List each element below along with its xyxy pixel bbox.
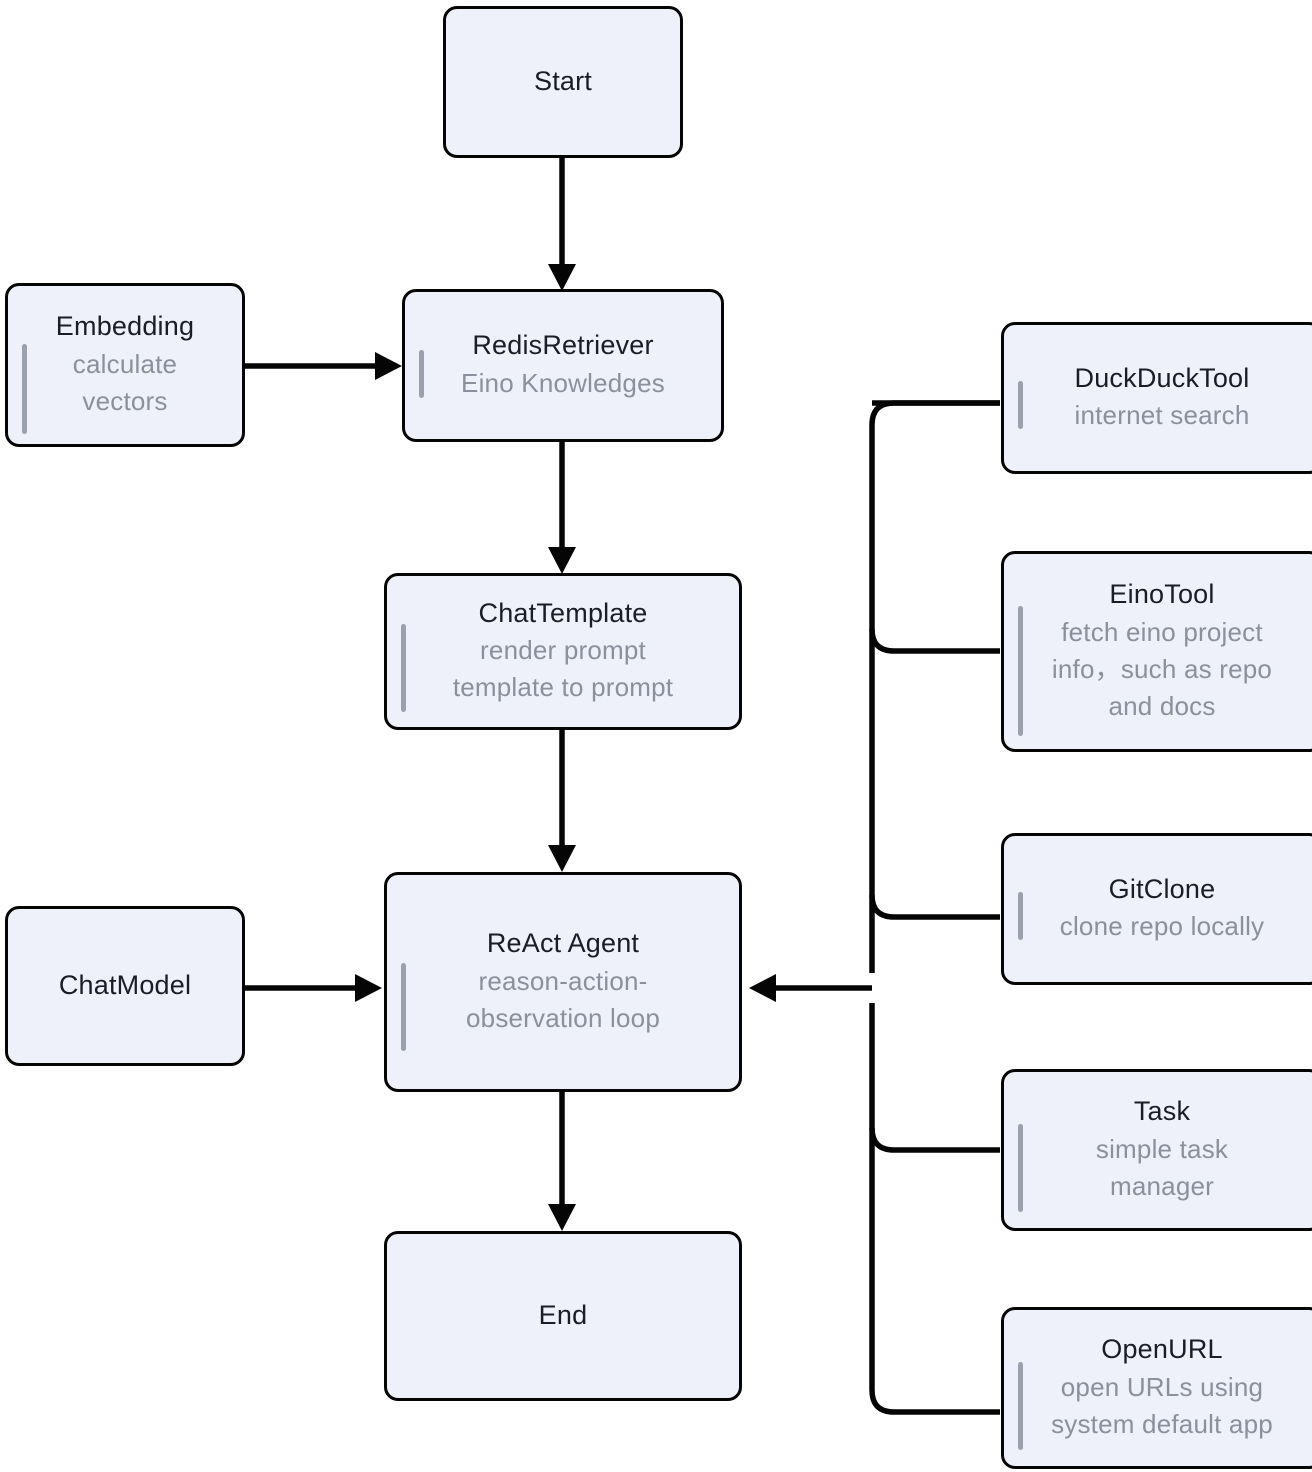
- node-end[interactable]: End: [384, 1231, 742, 1401]
- node-embedding-accent-bar: [22, 344, 27, 434]
- node-duckducktool-subtitle: internet search: [1074, 400, 1250, 431]
- node-embedding-title: Embedding: [55, 311, 195, 342]
- node-start[interactable]: Start: [443, 6, 683, 158]
- node-gitclone[interactable]: GitClone clone repo locally: [1001, 833, 1312, 985]
- edge-tools-to-reactagent: [749, 974, 872, 1002]
- node-chattemplate-title: ChatTemplate: [478, 597, 648, 628]
- edge-trunk-to-einotool: [869, 628, 1000, 654]
- node-reactagent[interactable]: ReAct Agent reason-action- observation l…: [384, 872, 742, 1092]
- node-openurl[interactable]: OpenURL open URLs using system default a…: [1001, 1307, 1312, 1469]
- tools-trunk: [869, 400, 1000, 1415]
- node-chattemplate-subtitle: render prompt template to prompt: [452, 635, 674, 703]
- edge-chatmodel-to-reactagent: [245, 974, 382, 1002]
- node-einotool-subtitle: fetch eino project info，such as repo and…: [1051, 617, 1273, 721]
- edge-reactagent-to-end: [548, 1092, 576, 1231]
- node-duckducktool-title: DuckDuckTool: [1074, 362, 1250, 393]
- edge-trunk-to-task: [869, 1127, 1000, 1153]
- node-reactagent-accent-bar: [401, 963, 406, 1051]
- node-end-title: End: [538, 1300, 588, 1331]
- edge-redisretriever-to-chattemplate: [548, 442, 576, 574]
- node-redisretriever[interactable]: RedisRetriever Eino Knowledges: [402, 289, 724, 442]
- node-gitclone-title: GitClone: [1108, 873, 1216, 904]
- node-reactagent-subtitle: reason-action- observation loop: [466, 965, 660, 1033]
- node-chatmodel-title: ChatModel: [58, 970, 192, 1001]
- node-einotool-title: EinoTool: [1109, 579, 1215, 610]
- node-chattemplate-accent-bar: [401, 624, 406, 712]
- node-openurl-subtitle: open URLs using system default app: [1051, 1371, 1273, 1439]
- edge-start-to-redisretriever: [548, 157, 576, 291]
- node-embedding[interactable]: Embedding calculate vectors: [5, 283, 245, 447]
- node-openurl-title: OpenURL: [1101, 1334, 1223, 1365]
- edge-chattemplate-to-reactagent: [548, 730, 576, 872]
- edge-embedding-to-redisretriever: [245, 352, 402, 380]
- node-start-title: Start: [533, 66, 593, 97]
- node-gitclone-subtitle: clone repo locally: [1059, 911, 1265, 942]
- node-einotool-accent-bar: [1018, 606, 1023, 736]
- node-redisretriever-title: RedisRetriever: [472, 330, 654, 361]
- node-duckducktool[interactable]: DuckDuckTool internet search: [1001, 322, 1312, 474]
- node-chattemplate[interactable]: ChatTemplate render prompt template to p…: [384, 573, 742, 730]
- node-task-subtitle: simple task manager: [1095, 1133, 1229, 1201]
- node-reactagent-title: ReAct Agent: [486, 928, 640, 959]
- node-embedding-subtitle: calculate vectors: [72, 348, 178, 416]
- node-task-accent-bar: [1018, 1124, 1023, 1212]
- node-openurl-accent-bar: [1018, 1362, 1023, 1450]
- node-einotool[interactable]: EinoTool fetch eino project info，such as…: [1001, 551, 1312, 752]
- edge-trunk-to-gitclone: [869, 894, 1000, 920]
- node-gitclone-accent-bar: [1018, 892, 1023, 940]
- node-task-title: Task: [1133, 1096, 1191, 1127]
- node-chatmodel[interactable]: ChatModel: [5, 906, 245, 1066]
- node-task[interactable]: Task simple task manager: [1001, 1069, 1312, 1231]
- node-duckducktool-accent-bar: [1018, 381, 1023, 429]
- node-redisretriever-accent-bar: [419, 350, 424, 398]
- node-redisretriever-subtitle: Eino Knowledges: [461, 367, 665, 398]
